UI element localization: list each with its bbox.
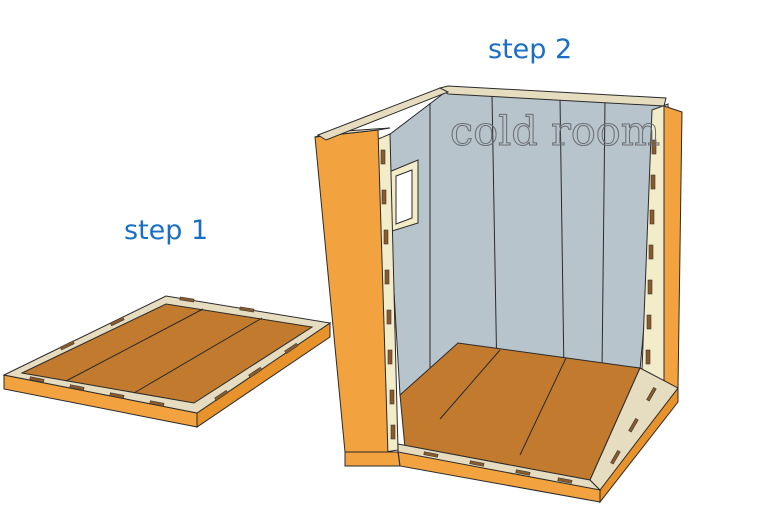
floor-frame-slots xyxy=(423,387,657,484)
step2-room-assembly xyxy=(314,85,683,504)
left-frame-slots xyxy=(380,149,396,440)
step1-floor-panel xyxy=(2,295,332,428)
step1-label: step 1 xyxy=(124,215,208,246)
wall-label-cold-room: cold room xyxy=(450,109,660,155)
right-upright-slots xyxy=(645,139,657,365)
step2-label: step 2 xyxy=(488,34,572,65)
